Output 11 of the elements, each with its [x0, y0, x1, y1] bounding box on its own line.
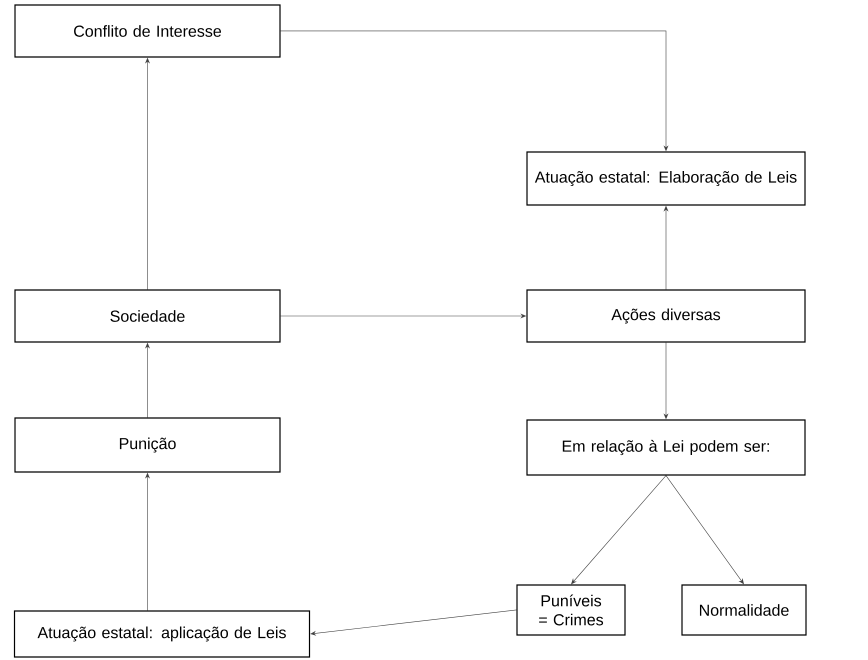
process-box: Normalidade: [681, 584, 807, 636]
process-box: Atuação estatal: aplicação de Leis: [14, 610, 310, 658]
process-box: Ações diversas: [526, 289, 806, 343]
process-box: Atuação estatal: Elaboração de Leis: [526, 151, 806, 206]
process-box: Punição: [14, 417, 281, 473]
process-box: Sociedade: [14, 289, 281, 343]
process-box: Puníveis = Crimes: [516, 584, 626, 636]
arrow: [571, 475, 666, 584]
arrow: [666, 475, 744, 584]
process-box: Em relação à Lei podem ser:: [526, 419, 806, 476]
process-box: Conflito de Interesse: [14, 4, 281, 58]
